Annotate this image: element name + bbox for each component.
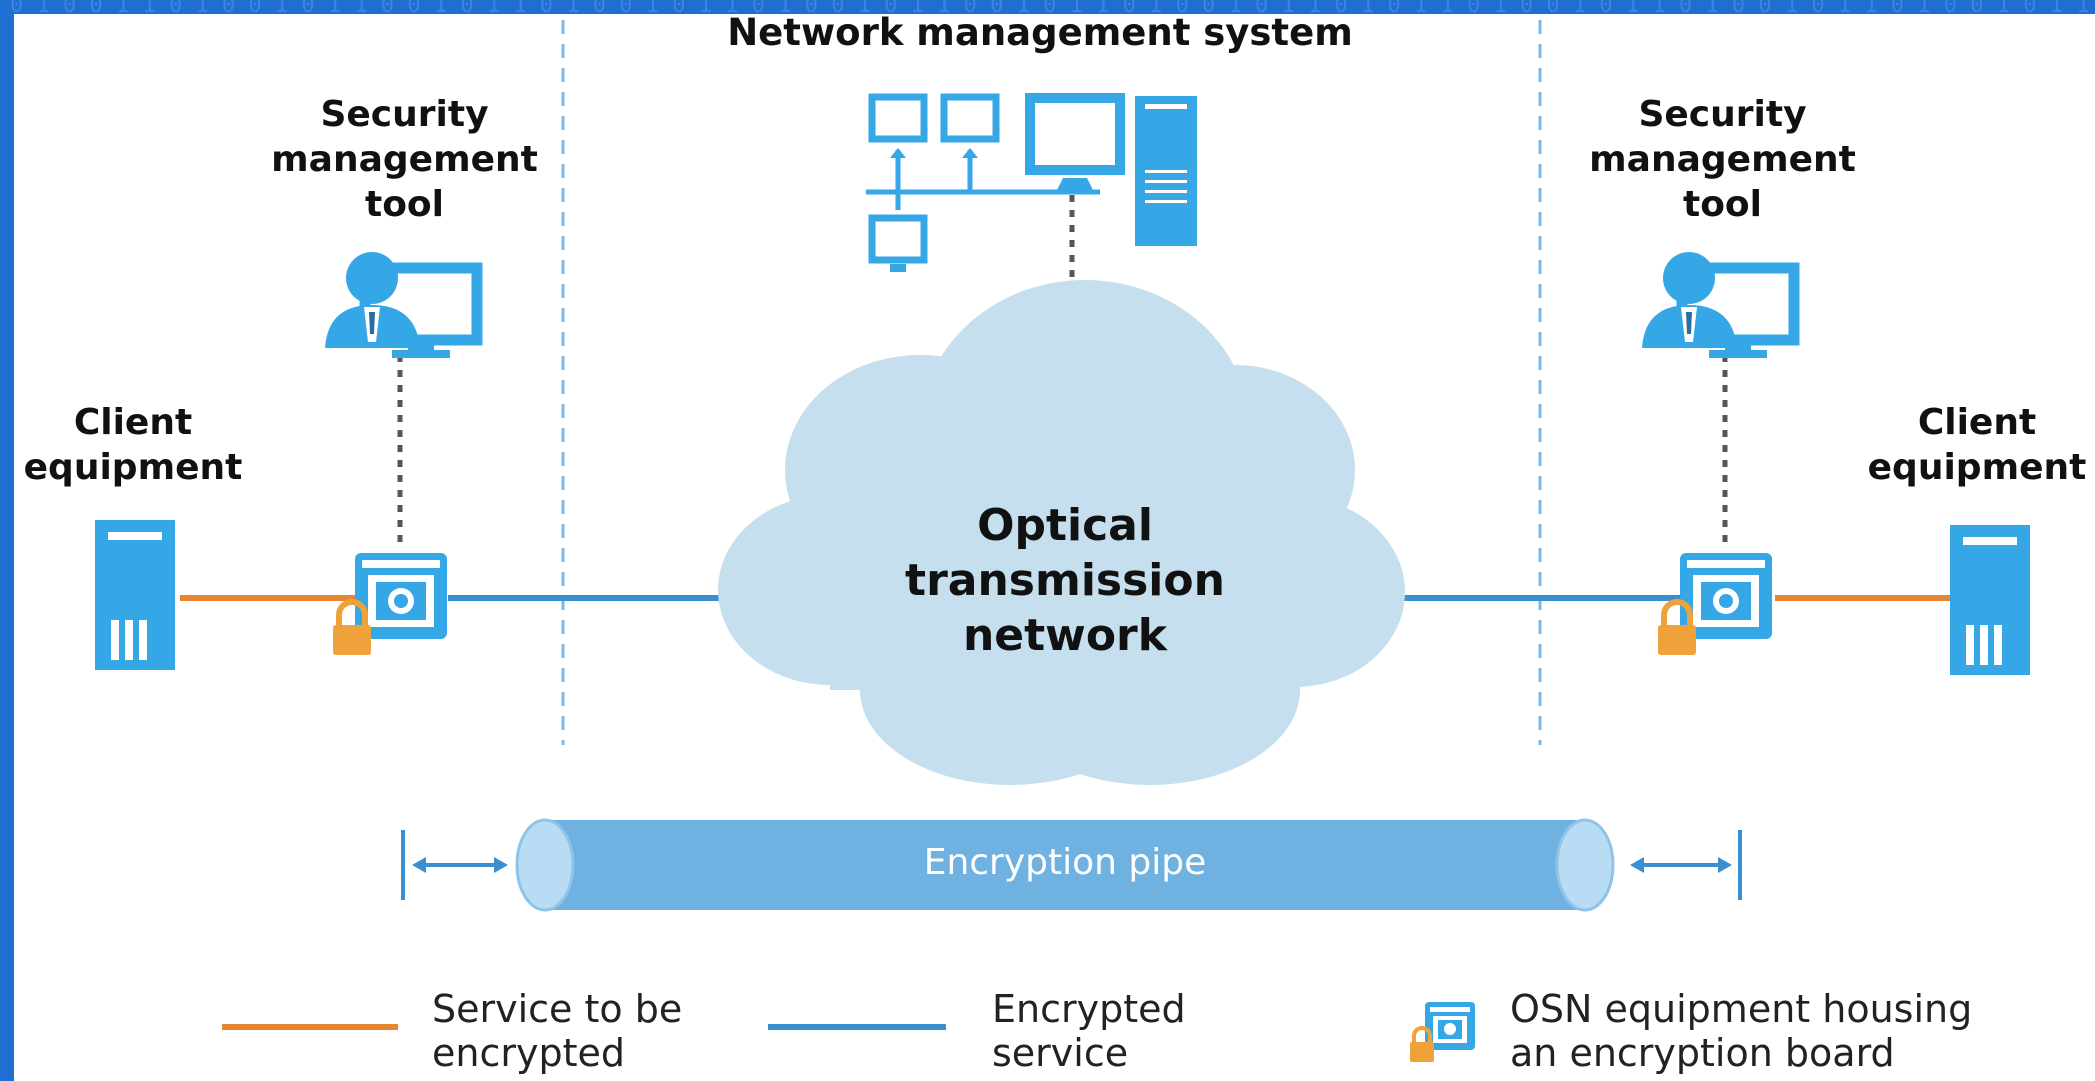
security-tool-label-right: Security management tool xyxy=(1580,92,1865,227)
label-line: management xyxy=(271,139,538,180)
cloud-label: Optical transmission network xyxy=(860,498,1270,663)
pipe-extent-arrow-left xyxy=(401,830,508,900)
security-tool-icon-right xyxy=(1642,252,1800,358)
network-management-title: Network management system xyxy=(700,10,1380,56)
osn-encryption-device-icon-left xyxy=(333,553,447,655)
client-equipment-label-right: Client equipment xyxy=(1862,400,2092,490)
svg-text:0 1 0 0 1 1 0 1 0 0 1 0 1 1 0: 0 1 0 0 1 1 0 1 0 0 1 0 1 1 0 0 1 0 1 1 … xyxy=(10,0,2095,18)
label-line: tool xyxy=(364,184,444,225)
label-line: Optical xyxy=(977,500,1153,551)
label-line: Security xyxy=(1638,94,1807,135)
cloud-icon xyxy=(718,280,1405,785)
label-line: management xyxy=(1589,139,1856,180)
pipe-extent-arrow-right xyxy=(1630,830,1742,900)
encryption-pipe xyxy=(515,818,1615,912)
title-text: Network management system xyxy=(727,11,1353,54)
client-server-icon-right xyxy=(1950,525,2030,675)
legend-item-osn: OSN equipment housing an encryption boar… xyxy=(1510,987,2070,1075)
osn-encryption-device-icon-right xyxy=(1658,553,1772,655)
legend-osn-icon xyxy=(1410,1002,1475,1062)
label-line: network xyxy=(962,610,1168,661)
legend-item-encrypted: Encrypted service xyxy=(992,987,1292,1075)
label-line: tool xyxy=(1682,184,1762,225)
security-tool-label-left: Security management tool xyxy=(262,92,547,227)
legend-text: Service to be xyxy=(432,987,683,1031)
legend-text: an encryption board xyxy=(1510,1030,1895,1075)
label-line: Client xyxy=(73,402,193,443)
network-management-icon xyxy=(866,93,1197,272)
legend-text: Encrypted xyxy=(992,987,1186,1031)
encryption-pipe-label: Encryption pipe xyxy=(923,842,1207,883)
label-line: equipment xyxy=(23,447,243,488)
legend-text: service xyxy=(992,1030,1129,1075)
client-equipment-label-left: Client equipment xyxy=(18,400,248,490)
label-line: equipment xyxy=(1867,447,2087,488)
label-line: Client xyxy=(1917,402,2037,443)
label-line: Security xyxy=(320,94,489,135)
legend-text: OSN equipment housing xyxy=(1510,987,1973,1031)
legend-item-service: Service to be encrypted xyxy=(432,987,752,1075)
legend-text: encrypted xyxy=(432,1030,625,1075)
security-tool-icon-left xyxy=(325,252,483,358)
client-server-icon-left xyxy=(95,520,175,670)
label-line: transmission xyxy=(905,555,1225,606)
